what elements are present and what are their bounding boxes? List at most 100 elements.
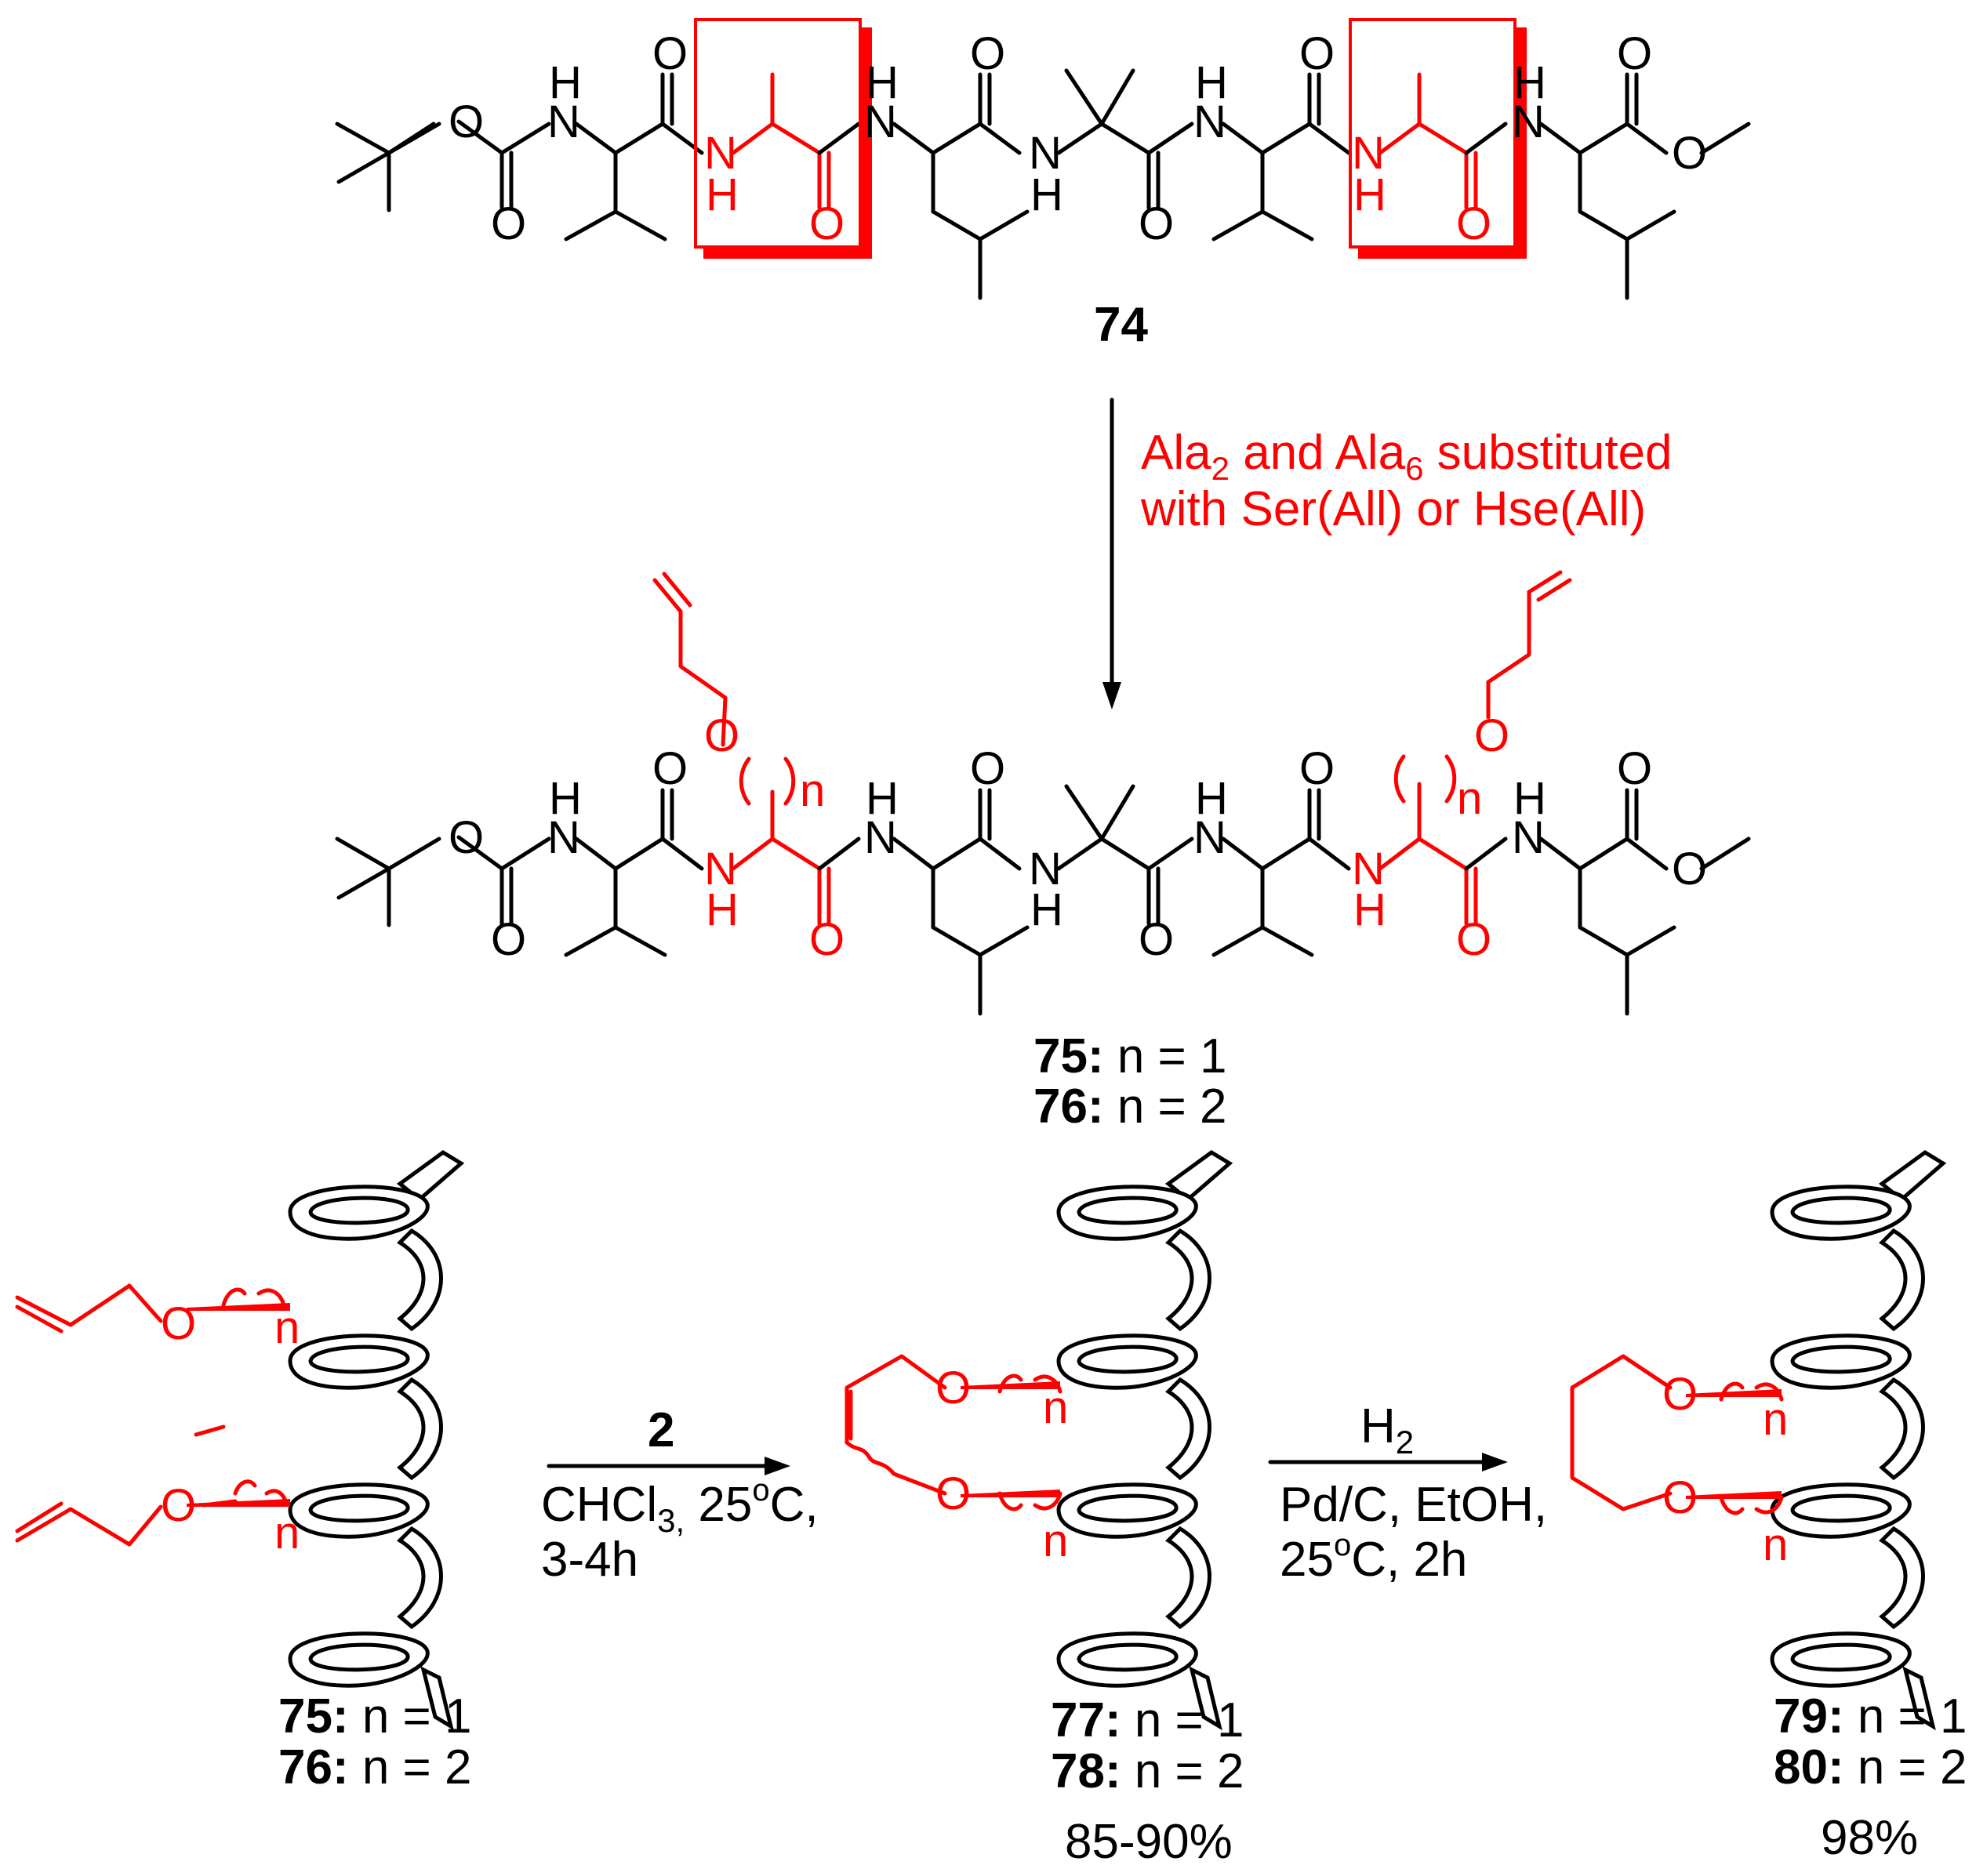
atom-h: H bbox=[706, 884, 739, 935]
atom-o: O bbox=[935, 1468, 971, 1519]
atom-n-index: n bbox=[1763, 1519, 1788, 1570]
compound-label-76-bottom: 76: n = 2 bbox=[278, 1740, 471, 1794]
compound-label-80: 80: n = 2 bbox=[1774, 1740, 1967, 1794]
compound-label-75-bottom: 75: n = 1 bbox=[278, 1689, 471, 1744]
atom-o: O bbox=[449, 96, 484, 147]
atom-o: O bbox=[935, 1363, 971, 1413]
atom-o: O bbox=[809, 198, 845, 249]
atom-o: O bbox=[1662, 1369, 1698, 1420]
atom-h: H bbox=[549, 57, 582, 108]
atom-n: N bbox=[864, 96, 897, 147]
atom-n: N bbox=[1352, 844, 1385, 894]
atom-n: N bbox=[704, 844, 737, 894]
atom-o: O bbox=[161, 1480, 196, 1531]
atom-n: N bbox=[1193, 96, 1226, 147]
atom-h: H bbox=[1030, 884, 1063, 935]
atom-n: N bbox=[1512, 96, 1545, 147]
atom-h: H bbox=[549, 773, 582, 824]
atom-n: N bbox=[1029, 128, 1062, 179]
atom-o: O bbox=[652, 743, 688, 794]
atom-h: H bbox=[1195, 57, 1228, 108]
atom-h: H bbox=[1030, 169, 1063, 220]
atom-n-index: n bbox=[274, 1508, 300, 1558]
atom-h: H bbox=[1195, 773, 1228, 824]
reagent-catalyst-2: 2 bbox=[648, 1403, 674, 1457]
atom-n-index: n bbox=[274, 1302, 300, 1353]
atom-n: N bbox=[1512, 812, 1545, 863]
compound-75-76-structure bbox=[335, 570, 1751, 1016]
atom-n-index: n bbox=[1457, 773, 1482, 824]
compound-label-75-mid: 75: n = 1 bbox=[1033, 1029, 1226, 1083]
atom-o: O bbox=[1474, 710, 1509, 761]
conditions-metathesis-line2: 3-4h bbox=[541, 1533, 638, 1587]
conditions-hydrogenation-line2: 25oC, 2h bbox=[1280, 1528, 1467, 1587]
compound-label-78: 78: n = 2 bbox=[1051, 1744, 1244, 1798]
atom-o: O bbox=[1672, 844, 1707, 894]
atom-o: O bbox=[652, 28, 688, 79]
atom-o: O bbox=[704, 710, 739, 761]
atom-h: H bbox=[866, 57, 899, 108]
atom-n: N bbox=[547, 96, 580, 147]
atom-h: H bbox=[1513, 57, 1546, 108]
compound-75-76-atoms: O O N H O N H O O n N H O N H O N H O N … bbox=[449, 710, 1707, 965]
arrow-hydrogenation bbox=[1268, 1453, 1508, 1471]
atom-n: N bbox=[547, 812, 580, 863]
conditions-metathesis-line1: CHCl3, 25oC, bbox=[541, 1473, 819, 1539]
helix-75-76-atoms: O O n n bbox=[161, 1298, 300, 1558]
atom-o: O bbox=[970, 28, 1005, 79]
yield-79-80: 98% bbox=[1821, 1811, 1918, 1865]
atom-o: O bbox=[491, 198, 526, 249]
substitution-text-line1: Ala2 and Ala6 substituted bbox=[1141, 426, 1673, 487]
atom-h: H bbox=[706, 169, 739, 220]
substitution-text-line2: with Ser(All) or Hse(All) bbox=[1140, 482, 1646, 536]
compound-74-structure bbox=[335, 18, 1751, 300]
atom-n: N bbox=[864, 812, 897, 863]
atom-o: O bbox=[1456, 914, 1491, 965]
atom-o: O bbox=[1299, 743, 1335, 794]
atom-o: O bbox=[1139, 198, 1174, 249]
compound-label-77: 77: n = 1 bbox=[1051, 1693, 1244, 1747]
atom-n: N bbox=[1193, 812, 1226, 863]
atom-o: O bbox=[1672, 128, 1707, 179]
helix-77-78-side-chains bbox=[845, 1354, 1062, 1511]
helix-75-76 bbox=[290, 1152, 461, 1726]
atom-n: N bbox=[1029, 844, 1062, 894]
conditions-hydrogenation-line1: Pd/C, EtOH, bbox=[1280, 1478, 1547, 1532]
compound-label-74: 74 bbox=[1094, 298, 1148, 352]
atom-o: O bbox=[970, 743, 1005, 794]
yield-77-78: 85-90% bbox=[1065, 1815, 1233, 1869]
atom-n: N bbox=[1352, 128, 1385, 179]
reagent-hydrogen: H2 bbox=[1360, 1399, 1414, 1461]
arrow-metathesis bbox=[547, 1457, 790, 1475]
compound-74-atoms: O O N H O N H O N H O N H O N H O N H O … bbox=[449, 28, 1707, 249]
atom-h: H bbox=[866, 773, 899, 824]
helix-79-80-atoms: O O n n bbox=[1662, 1369, 1788, 1570]
helix-77-78-atoms: O O n n bbox=[935, 1363, 1068, 1566]
atom-n-index: n bbox=[1043, 1382, 1068, 1433]
helix-79-80 bbox=[1772, 1152, 1943, 1726]
atom-n-index: n bbox=[1043, 1515, 1068, 1566]
atom-o: O bbox=[1456, 198, 1491, 249]
atom-n-index: n bbox=[1763, 1394, 1788, 1445]
atom-n: N bbox=[704, 128, 737, 179]
atom-h: H bbox=[1353, 169, 1386, 220]
atom-o: O bbox=[1617, 743, 1652, 794]
atom-o: O bbox=[1139, 914, 1174, 965]
atom-o: O bbox=[161, 1298, 196, 1349]
atom-h: H bbox=[1353, 884, 1386, 935]
helix-75-76-side-chains bbox=[15, 1283, 290, 1547]
arrow-substitution bbox=[1102, 397, 1121, 709]
helix-77-78 bbox=[1059, 1152, 1230, 1726]
atom-o: O bbox=[809, 914, 845, 965]
atom-n-index: n bbox=[800, 765, 825, 816]
compound-label-79: 79: n = 1 bbox=[1774, 1689, 1967, 1744]
atom-o: O bbox=[1662, 1472, 1698, 1523]
atom-o: O bbox=[491, 914, 526, 965]
atom-o: O bbox=[1299, 28, 1335, 79]
atom-h: H bbox=[1513, 773, 1546, 824]
compound-label-76-mid: 76: n = 2 bbox=[1033, 1080, 1226, 1134]
atom-o: O bbox=[1617, 28, 1652, 79]
atom-o: O bbox=[449, 812, 484, 863]
helix-79-80-side-chains bbox=[1570, 1354, 1784, 1515]
